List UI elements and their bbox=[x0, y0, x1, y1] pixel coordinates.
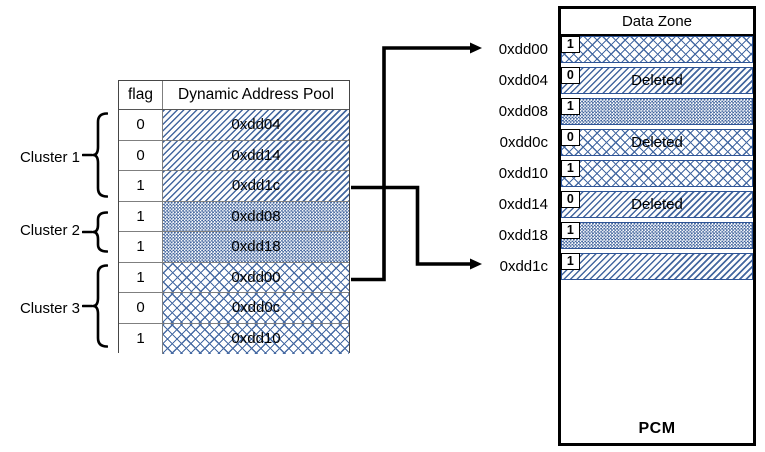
dz-status bbox=[562, 254, 752, 279]
dz-status bbox=[562, 37, 752, 62]
address-cell: 0xdd04 bbox=[163, 110, 349, 140]
flag-cell: 0 bbox=[119, 110, 163, 140]
dz-address-0xdd10: 0xdd10 bbox=[498, 165, 548, 182]
dynamic-address-pool-table: flag Dynamic Address Pool 0 0xdd04 0 0xd… bbox=[118, 80, 350, 354]
address-cell: 0xdd0c bbox=[163, 293, 349, 323]
dz-address-0xdd08: 0xdd08 bbox=[498, 103, 548, 120]
pool-table-header-row: flag Dynamic Address Pool bbox=[119, 81, 349, 110]
cluster-2-brace-icon bbox=[82, 211, 108, 253]
arrow-0xdd1c-line bbox=[351, 185, 471, 266]
pool-row-0xdd04: 0 0xdd04 bbox=[119, 110, 349, 141]
dz-row-0xdd14: 0 Deleted bbox=[560, 190, 753, 218]
arrow-0xdd1c-head-icon bbox=[470, 258, 482, 270]
dz-flag-box: 1 bbox=[560, 35, 580, 53]
flag-cell: 1 bbox=[119, 262, 163, 292]
arrow-0xdd00-head-icon bbox=[470, 42, 482, 54]
dz-row-0xdd18: 1 bbox=[560, 221, 753, 249]
dz-status: Deleted bbox=[631, 134, 683, 151]
dz-flag-box: 1 bbox=[560, 221, 580, 239]
dz-status bbox=[562, 161, 752, 186]
dz-flag-box: 0 bbox=[560, 66, 580, 84]
dz-row-0xdd0c: 0 Deleted bbox=[560, 128, 753, 156]
flag-cell: 1 bbox=[119, 323, 163, 354]
pool-table-header-pool: Dynamic Address Pool bbox=[163, 81, 349, 109]
arrow-0xdd00-line bbox=[351, 46, 471, 282]
address-cell: 0xdd08 bbox=[163, 201, 349, 231]
pool-row-0xdd0c: 0 0xdd0c bbox=[119, 293, 349, 324]
cluster-2-label: Cluster 2 bbox=[19, 222, 80, 239]
cluster-1-label: Cluster 1 bbox=[19, 149, 80, 166]
pool-row-0xdd10: 1 0xdd10 bbox=[119, 323, 349, 354]
pool-row-0xdd08: 1 0xdd08 bbox=[119, 201, 349, 232]
pool-row-0xdd18: 1 0xdd18 bbox=[119, 232, 349, 263]
dz-address-0xdd18: 0xdd18 bbox=[498, 227, 548, 244]
address-cell: 0xdd1c bbox=[163, 171, 349, 201]
dz-address-0xdd00: 0xdd00 bbox=[498, 41, 548, 58]
dz-address-0xdd1c: 0xdd1c bbox=[499, 258, 548, 275]
dz-status: Deleted bbox=[631, 72, 683, 89]
address-cell: 0xdd00 bbox=[163, 262, 349, 292]
dz-row-0xdd08: 1 bbox=[560, 97, 753, 125]
dz-status bbox=[562, 99, 752, 124]
dz-flag-box: 0 bbox=[560, 128, 580, 146]
pool-row-0xdd00: 1 0xdd00 bbox=[119, 262, 349, 293]
address-cell: 0xdd10 bbox=[163, 323, 349, 354]
flag-cell: 0 bbox=[119, 293, 163, 323]
dz-flag-box: 0 bbox=[560, 190, 580, 208]
flag-cell: 1 bbox=[119, 201, 163, 231]
pool-table-header-flag: flag bbox=[119, 81, 163, 109]
address-cell: 0xdd18 bbox=[163, 232, 349, 262]
address-cell: 0xdd14 bbox=[163, 140, 349, 170]
dz-address-0xdd04: 0xdd04 bbox=[498, 72, 548, 89]
dz-status bbox=[562, 223, 752, 248]
dz-row-0xdd04: 0 Deleted bbox=[560, 66, 753, 94]
cluster-3-label: Cluster 3 bbox=[19, 300, 80, 317]
pool-row-0xdd1c: 1 0xdd1c bbox=[119, 171, 349, 202]
data-zone-box: Data Zone 1 0 Deleted 1 0 Deleted 1 0 De… bbox=[558, 6, 756, 446]
dz-status: Deleted bbox=[631, 196, 683, 213]
dz-row-0xdd10: 1 bbox=[560, 159, 753, 187]
data-zone-title: Data Zone bbox=[561, 9, 753, 36]
dz-flag-box: 1 bbox=[560, 159, 580, 177]
dz-address-0xdd0c: 0xdd0c bbox=[499, 134, 548, 151]
dz-row-0xdd00: 1 bbox=[560, 35, 753, 63]
dz-flag-box: 1 bbox=[560, 252, 580, 270]
flag-cell: 0 bbox=[119, 140, 163, 170]
dz-flag-box: 1 bbox=[560, 97, 580, 115]
flag-cell: 1 bbox=[119, 171, 163, 201]
dz-address-0xdd14: 0xdd14 bbox=[498, 196, 548, 213]
pool-row-0xdd14: 0 0xdd14 bbox=[119, 140, 349, 171]
flag-cell: 1 bbox=[119, 232, 163, 262]
dz-row-0xdd1c: 1 bbox=[560, 252, 753, 280]
pcm-label: PCM bbox=[638, 420, 676, 437]
cluster-1-brace-icon bbox=[82, 112, 108, 198]
cluster-3-brace-icon bbox=[82, 264, 108, 348]
